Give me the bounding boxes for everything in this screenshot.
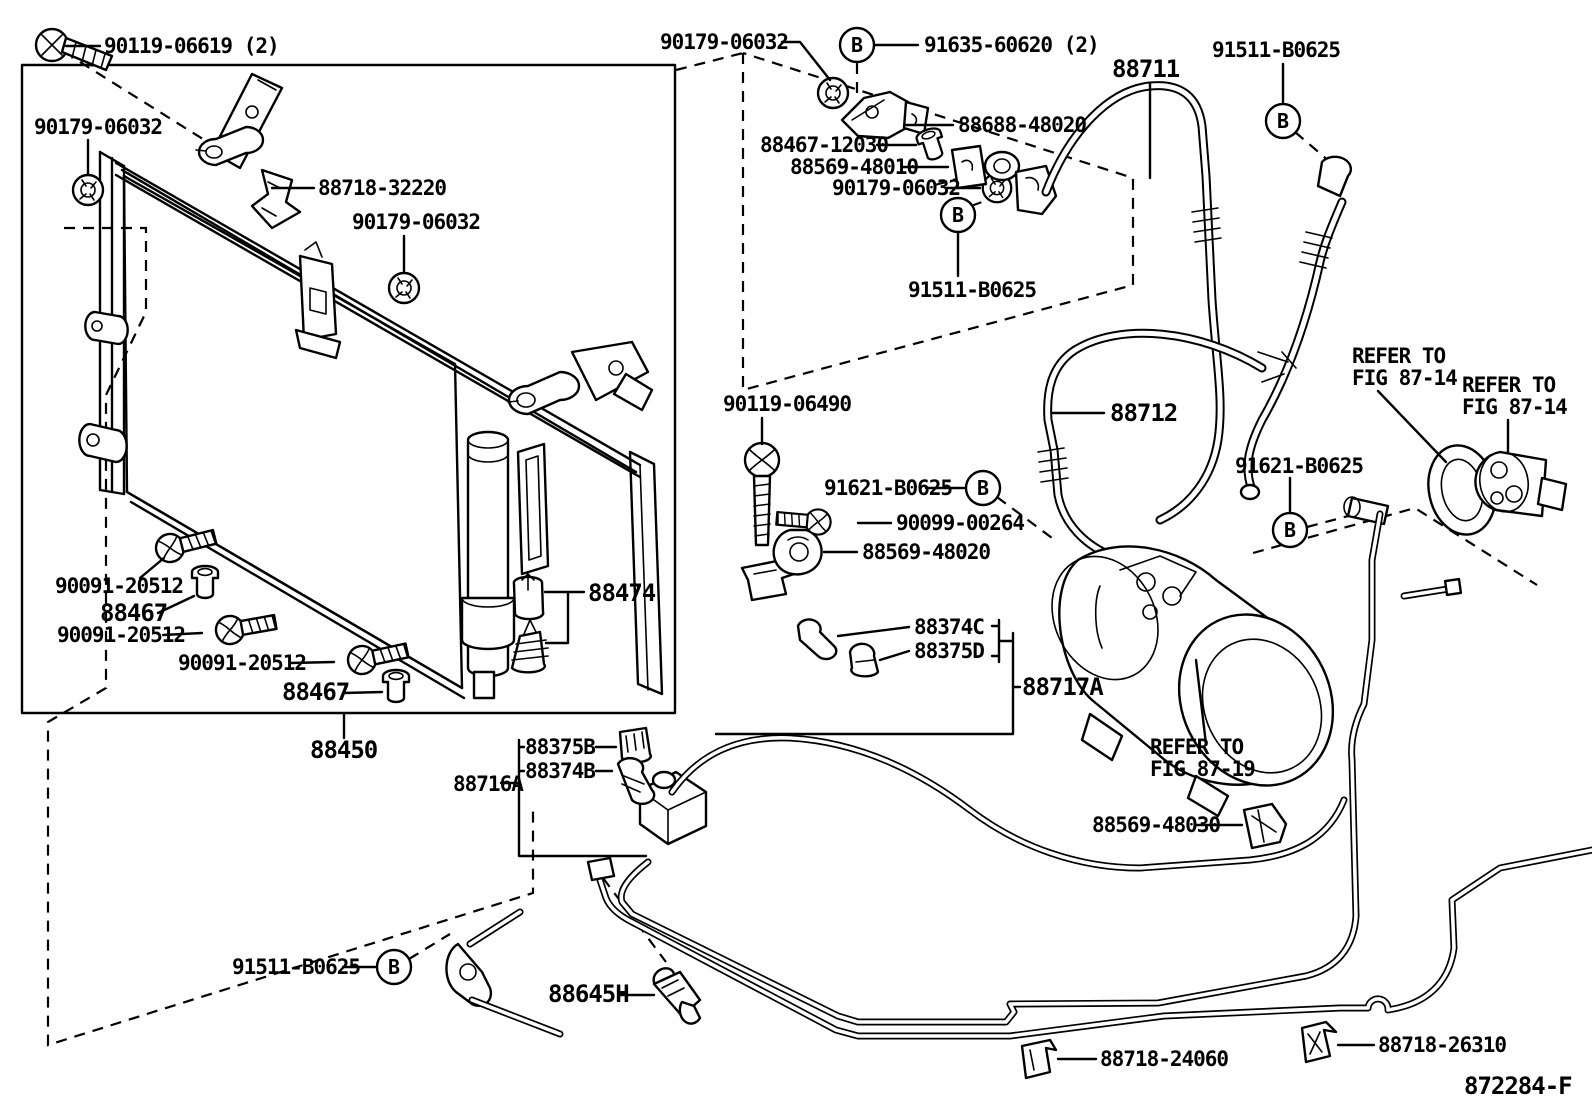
callout-90179-06032-d: 90179-06032 bbox=[832, 176, 960, 200]
callout-88474: 88474 bbox=[588, 579, 656, 607]
plug-88375D bbox=[848, 642, 880, 678]
clip-bracket-88718-32220 bbox=[250, 168, 302, 230]
callout-88718-32220: 88718-32220 bbox=[318, 176, 446, 200]
b-symbol: B bbox=[388, 955, 400, 979]
callout-90179-06032-a: 90179-06032 bbox=[34, 115, 162, 139]
small-pipe-end bbox=[1400, 577, 1463, 600]
valve-88716A-block bbox=[638, 770, 708, 846]
callout-88718-26310: 88718-26310 bbox=[1378, 1033, 1506, 1057]
pipe-suction-B bbox=[586, 846, 1592, 1040]
b-symbol: B bbox=[851, 33, 863, 57]
callout-88375D: 88375D bbox=[914, 639, 984, 663]
callout-88569-48010: 88569-48010 bbox=[790, 155, 918, 179]
callout-88712: 88712 bbox=[1110, 399, 1177, 427]
b-symbol: B bbox=[952, 203, 964, 227]
callout-90091-20512-a: 90091-20512 bbox=[55, 574, 183, 598]
callout-88569-48030: 88569-48030 bbox=[1092, 813, 1220, 837]
callout-88711: 88711 bbox=[1112, 55, 1180, 83]
condenser-assembly-box bbox=[20, 63, 677, 715]
left-fasteners bbox=[151, 522, 412, 704]
hose-88711 bbox=[1041, 81, 1225, 525]
callout-91511-B0625-top: 91511-B0625 bbox=[1212, 38, 1340, 62]
leader-lines bbox=[64, 40, 1510, 1061]
refer-note-1-line2: FIG 87-14 bbox=[1352, 366, 1457, 390]
b-symbol: B bbox=[1277, 109, 1289, 133]
condenser-core bbox=[78, 150, 664, 700]
receiver-drier bbox=[460, 430, 516, 700]
callout-90179-06032-b: 90179-06032 bbox=[352, 210, 480, 234]
callout-88374B: 88374B bbox=[525, 759, 595, 783]
callout-91621-B0625-mid: 91621-B0625 bbox=[824, 476, 952, 500]
hose-91511-top bbox=[1239, 155, 1353, 501]
callout-88716A: 88716A bbox=[453, 772, 524, 796]
callout-labels: 90119-06619 (2) 90179-06032 88718-32220 … bbox=[34, 30, 1507, 1071]
callout-90119-06619: 90119-06619 (2) bbox=[104, 34, 279, 58]
b-symbol: B bbox=[977, 476, 989, 500]
callout-88467-12030: 88467-12030 bbox=[760, 133, 888, 157]
callout-88450: 88450 bbox=[310, 736, 378, 764]
mount-bracket-top-left bbox=[195, 72, 284, 170]
refer-note-2-line1: REFER TO bbox=[1462, 373, 1556, 397]
bracket-88688-48020 bbox=[840, 90, 930, 140]
pipe-clamp-bottom bbox=[445, 908, 564, 1038]
callout-88467-a: 88467 bbox=[100, 599, 167, 627]
clip-88718-24060 bbox=[1020, 1038, 1058, 1080]
service-valve-88474 bbox=[510, 573, 549, 674]
nut-90179-06032-a bbox=[71, 173, 105, 207]
nut-90179-06032-b bbox=[387, 271, 421, 305]
callout-88374C: 88374C bbox=[914, 615, 984, 639]
pipe-liquid-A bbox=[617, 510, 1384, 1026]
callout-88645H: 88645H bbox=[548, 980, 629, 1008]
clamp-88569-48010 bbox=[950, 144, 1021, 190]
connector-refer-87-14 bbox=[1474, 450, 1568, 518]
hose-88712 bbox=[1037, 328, 1297, 562]
callout-90091-20512-b: 90091-20512 bbox=[57, 623, 185, 647]
mount-bracket-right bbox=[507, 340, 654, 416]
callout-90179-06032-c: 90179-06032 bbox=[660, 30, 788, 54]
clip-88718-26310 bbox=[1300, 1020, 1338, 1064]
callout-88375B: 88375B bbox=[525, 735, 595, 759]
callout-88467-b: 88467 bbox=[282, 678, 349, 706]
valve-core-88374B bbox=[616, 756, 656, 806]
clamp-88569-48020 bbox=[772, 528, 823, 576]
refer-notes: REFER TO FIG 87-14 REFER TO FIG 87-14 RE… bbox=[1150, 344, 1568, 781]
callout-90091-20512-c: 90091-20512 bbox=[178, 651, 306, 675]
condenser-side-seal bbox=[516, 442, 550, 576]
figure-code: 872284-F bbox=[1464, 1072, 1572, 1099]
group-brackets bbox=[517, 590, 1015, 858]
callout-88718-24060: 88718-24060 bbox=[1100, 1047, 1228, 1071]
plug-88374C bbox=[796, 618, 838, 661]
sensor-88645H bbox=[652, 967, 702, 1025]
callout-91621-B0625-right: 91621-B0625 bbox=[1235, 454, 1363, 478]
cap-88375B bbox=[618, 726, 652, 764]
pipe-fitting-88711 bbox=[1014, 164, 1058, 216]
callout-90099-00264: 90099-00264 bbox=[896, 511, 1024, 535]
clip-88569-48030 bbox=[1242, 802, 1288, 850]
callout-91511-B0625-bottom: 91511-B0625 bbox=[232, 955, 360, 979]
nut-90179-06032-c bbox=[816, 76, 850, 110]
callout-90119-06490: 90119-06490 bbox=[723, 392, 851, 416]
refer-note-1-line1: REFER TO bbox=[1352, 344, 1446, 368]
compressor bbox=[1051, 545, 1335, 818]
refer-note-2-line2: FIG 87-14 bbox=[1462, 395, 1567, 419]
pipe-88717A-run bbox=[668, 734, 1348, 872]
dashed-construction-lines bbox=[46, 51, 1538, 1047]
callout-88717A: 88717A bbox=[1022, 673, 1104, 701]
refer-note-3-line1: REFER TO bbox=[1150, 735, 1244, 759]
screw-90119-06490 bbox=[743, 441, 781, 547]
callout-88569-48020: 88569-48020 bbox=[862, 540, 990, 564]
callout-91635-60620: 91635-60620 (2) bbox=[924, 33, 1099, 57]
callout-88688-48020: 88688-48020 bbox=[958, 113, 1086, 137]
circle-b-symbols: B B B B B B bbox=[375, 26, 1309, 986]
callout-91511-B0625-mid: 91511-B0625 bbox=[908, 278, 1036, 302]
b-symbol: B bbox=[1284, 518, 1296, 542]
refer-note-3-line2: FIG 87-19 bbox=[1150, 757, 1255, 781]
